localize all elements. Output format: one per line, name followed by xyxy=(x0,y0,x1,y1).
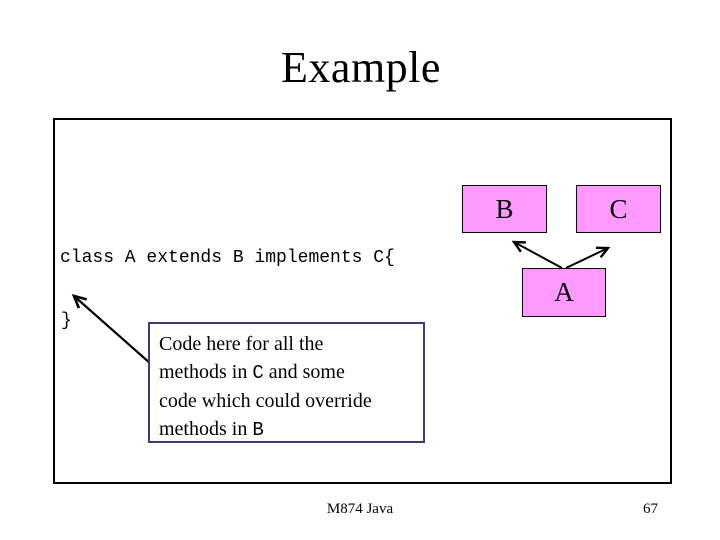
class-box-a: A xyxy=(522,268,606,317)
code-closing-brace: } xyxy=(61,311,72,331)
code-ref-b: B xyxy=(252,419,264,441)
footer-course-label: M874 Java xyxy=(326,501,394,517)
class-box-b: B xyxy=(462,185,547,233)
slide-title: Example xyxy=(281,43,441,92)
annotation-line: methods in B xyxy=(159,418,264,441)
annotation-line: methods in C and some xyxy=(159,361,345,384)
class-box-c-label: C xyxy=(609,193,628,224)
footer-page-number: 67 xyxy=(643,501,658,517)
annotation-line: code which could override xyxy=(159,390,372,412)
class-box-a-label: A xyxy=(554,277,574,307)
code-class-declaration: class A extends B implements C{ xyxy=(60,248,395,268)
class-box-c: C xyxy=(576,185,661,233)
annotation-line: Code here for all the xyxy=(159,333,324,355)
class-box-b-label: B xyxy=(495,193,514,224)
annotation-box: Code here for all the methods in C and s… xyxy=(148,322,425,443)
code-ref-c: C xyxy=(252,362,264,384)
